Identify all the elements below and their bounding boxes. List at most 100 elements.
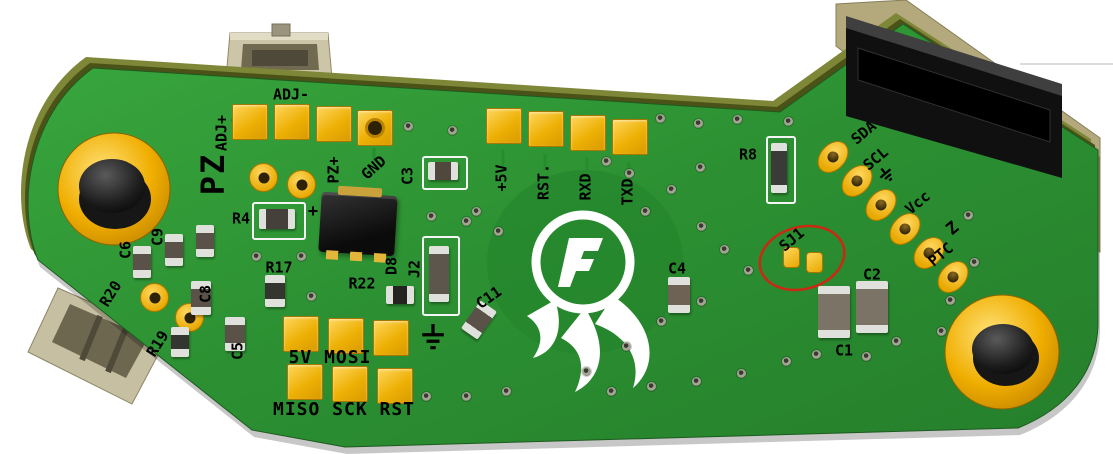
via [744,266,753,275]
connector-top-left [225,23,333,79]
component-c6 [133,246,151,278]
silkscreen-r4: R4 [231,209,251,228]
via [697,222,706,231]
via [252,252,261,261]
via [862,352,871,361]
silkscreen-pz: PZ [194,152,232,196]
component-c5 [225,317,245,351]
via [733,115,742,124]
via [892,337,901,346]
via [602,157,611,166]
component-r4 [252,202,306,240]
pad-piezo-2 [287,170,316,199]
via [737,369,746,378]
via [641,207,650,216]
component-d8 [422,236,460,316]
silkscreen-r22: R22 [348,274,376,293]
via [607,387,616,396]
connector-left [27,287,169,405]
component-c2 [856,281,888,333]
via [448,126,457,135]
silkscreen-c9: C9 [148,227,167,247]
component-small-cap [196,225,214,257]
silkscreen-j2: J2 [405,259,424,279]
component-c4 [668,277,690,313]
mounting-pad-right [944,294,1060,410]
component-c3 [422,156,468,190]
via [472,207,481,216]
pad-adj-2 [274,104,310,140]
pad-sj1-b [806,252,823,273]
via [692,377,701,386]
silkscreen-c8: C8 [196,284,215,304]
via [964,211,973,220]
silkscreen-r17: R17 [265,258,293,277]
silkscreen-pz-plus: PZ+ [324,156,343,184]
pad-icsp-6 [377,368,413,404]
pad-gnd [357,110,393,146]
component-c9 [165,234,183,266]
silkscreen-txd: TXD [618,178,637,206]
silkscreen-rxd: RXD [576,173,595,201]
sj1-annotation-circle [758,224,846,292]
silkscreen-isp-bottom: MISO SCK RST [272,399,416,420]
via [462,217,471,226]
component-r8 [766,136,796,204]
via [494,227,503,236]
silkscreen-c4: C4 [667,259,687,278]
pad-txd [612,119,648,155]
via [404,122,413,131]
via [697,297,706,306]
via [782,357,791,366]
component-r17 [265,275,285,307]
via [625,169,634,178]
via [462,392,471,401]
silkscreen-c6: C6 [116,240,135,260]
component-c1 [818,286,850,338]
mounting-pad-left [57,132,171,246]
silkscreen-adj-minus: ADJ- [272,85,310,104]
silkscreen-isp-top: 5V MOSI [288,347,372,368]
ground-icon-small [875,163,901,189]
via [812,350,821,359]
pad-icsp-5 [332,366,368,402]
pad-icsp-3 [373,320,409,356]
via [784,117,793,126]
pad-5v [486,108,522,144]
voltage-regulator [318,191,398,257]
connector-top-right [846,16,1062,178]
via [427,212,436,221]
via [647,382,656,391]
silkscreen-adj-plus: ADJ+ [212,114,231,152]
pad-th-1 [140,283,169,312]
pad-rxd [570,115,606,151]
silkscreen-5v: +5V [492,164,511,192]
flame-logo [527,210,650,392]
component-r22 [386,286,414,304]
silkscreen-c2: C2 [862,265,882,284]
pad-icsp-1 [283,316,319,352]
pad-rst [528,111,564,147]
silkscreen-c3: C3 [398,166,417,186]
via [582,367,591,376]
silkscreen-r8: R8 [738,145,758,164]
component-r19 [171,327,189,357]
via [696,163,705,172]
pad-adj-3 [316,106,352,142]
pad-adj-1 [232,104,268,140]
via [657,317,666,326]
pad-piezo-1 [249,163,278,192]
ground-icon [420,324,446,356]
via [937,327,946,336]
via [307,292,316,301]
via [656,114,665,123]
via [720,245,729,254]
pad-icsp-2 [328,318,364,354]
silkscreen-rst: RST. [534,163,553,201]
via [946,296,955,305]
background-seam [1020,63,1113,65]
pad-icsp-4 [287,364,323,400]
silkscreen-polarity-plus: + [307,201,319,222]
